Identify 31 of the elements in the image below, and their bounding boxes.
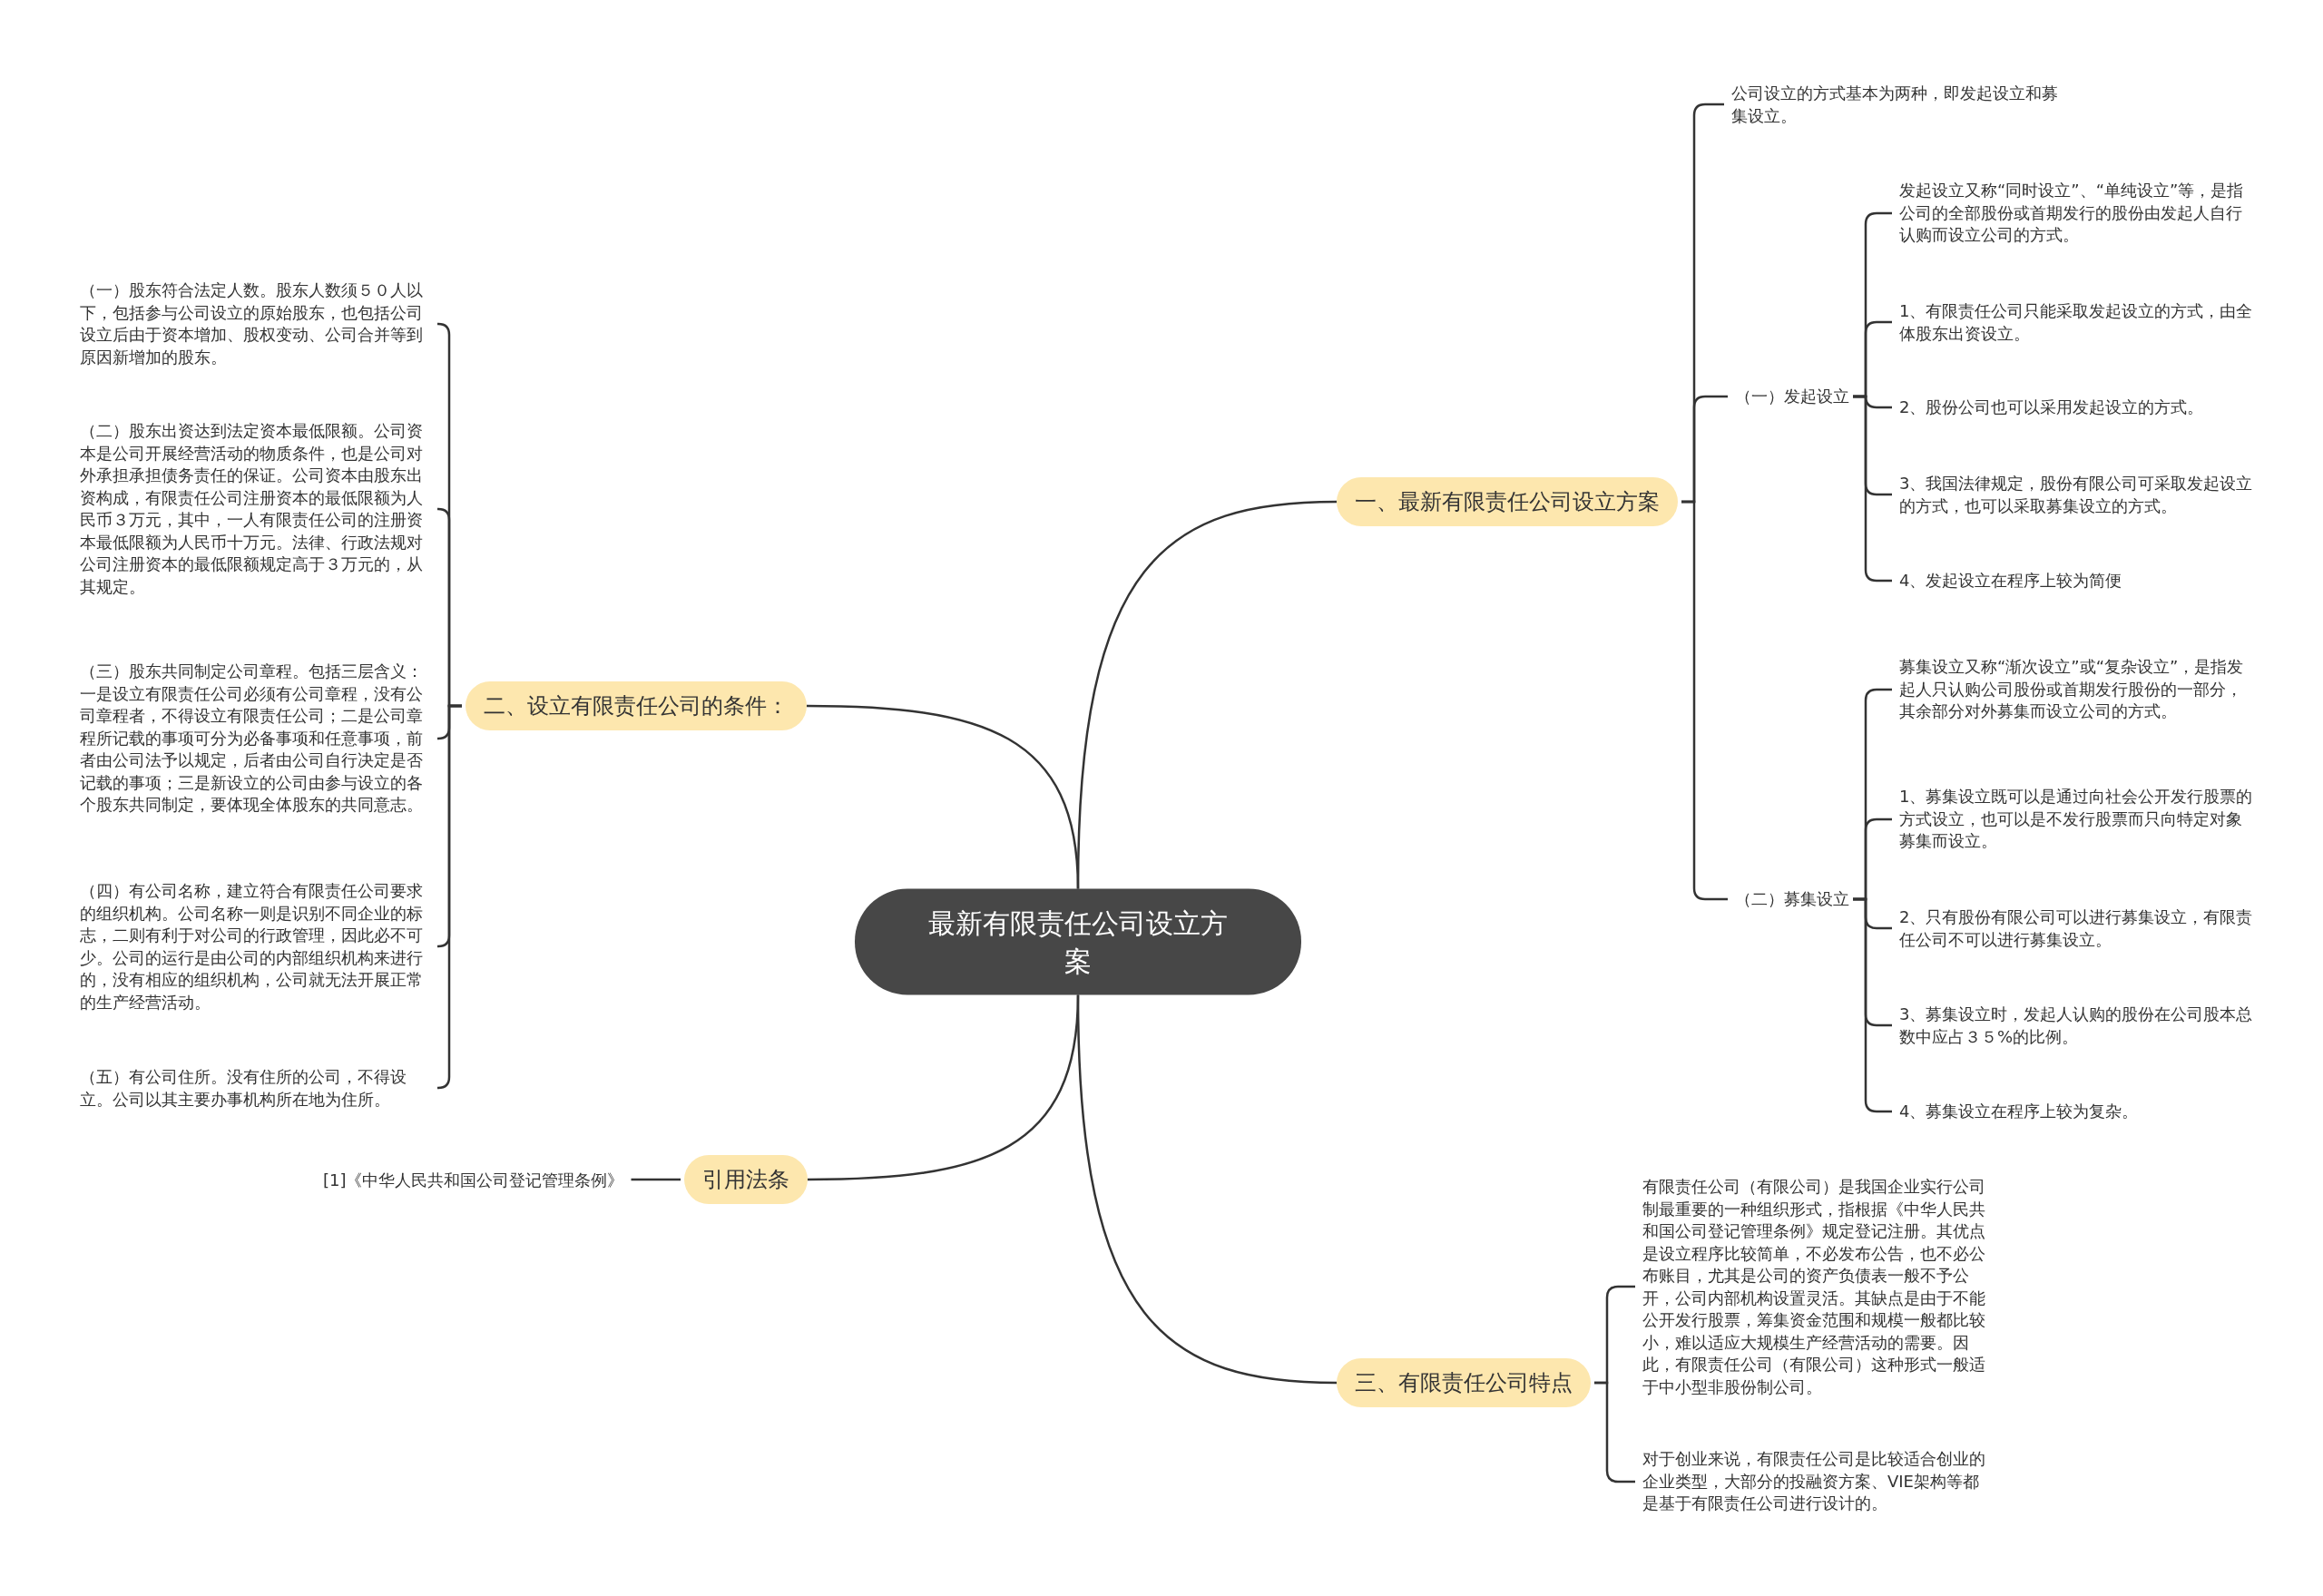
connector-line <box>1681 500 1728 901</box>
central-topic: 最新有限责任公司设立方案 <box>855 888 1301 995</box>
connector-line <box>631 1178 681 1181</box>
connector-line <box>807 704 1080 889</box>
main-topic: 二、设立有限责任公司的条件： <box>466 681 807 730</box>
topic-text: 4、募集设立在程序上较为复杂。 <box>1899 1100 2255 1123</box>
subtopic-label: （一）发起设立 <box>1735 386 1849 407</box>
topic-text: [1]《中华人民共和国公司登记管理条例》 <box>323 1169 624 1192</box>
topic-text: 4、发起设立在程序上较为简便 <box>1899 569 2255 592</box>
topic-text: 2、只有股份有限公司可以进行募集设立，有限责任公司不可以进行募集设立。 <box>1899 906 2255 951</box>
topic-text: （四）有公司名称，建立符合有限责任公司要求的组织机构。公司名称一则是识别不同企业的标志，二则有利于对公司的行政管理，因此必不可少。公司的运行是由公司的内部组织机构来进行的，没有相应的组织机构，公司就无法开展正常的生产经营活动。 <box>80 879 430 1013</box>
connector-line <box>1076 994 1338 1385</box>
main-topic: 引用法条 <box>684 1155 808 1204</box>
topic-text: 3、我国法律规定，股份有限公司可采取发起设立的方式，也可以采取募集设立的方式。 <box>1899 472 2255 517</box>
topic-text: 3、募集设立时，发起人认购的股份在公司股本总数中应占３５%的比例。 <box>1899 1003 2255 1048</box>
topic-text: （三）股东共同制定公司章程。包括三层含义：一是设立有限责任公司必须有公司章程，没有公司章程者，不得设立有限责任公司；二是公司章程所记载的事项可分为必备事项和任意事项，前者由公司法予以规定，后者由公司自行决定是否记载的事项；三是新设立的公司由参与设立的各个股东共同制定，要体现全体股东的共同意志。 <box>80 661 430 817</box>
main-topic: 三、有限责任公司特点 <box>1337 1358 1591 1407</box>
topic-text: 1、有限责任公司只能采取发起设立的方式，由全体股东出资设立。 <box>1899 299 2255 345</box>
connector-line <box>436 704 462 1090</box>
topic-text: （五）有公司住所。没有住所的公司，不得设立。公司以其主要办事机构所在地为住所。 <box>80 1065 430 1111</box>
topic-text: （二）股东出资达到法定资本最低限额。公司资本是公司开展经营活动的物质条件，也是公司对外承担承担债务责任的保证。公司资本由股东出资构成，有限责任公司注册资本的最低限额为人民币３万元，其中，一人有限责任公司的注册资本最低限额为人民币十万元。法律、行政法规对公司注册资本的最低限额规定高于３万元的，从其规定。 <box>80 420 430 598</box>
topic-text: 募集设立又称“渐次设立”或“复杂设立”，是指发起人只认购公司股份或首期发行股份的一部分，其余部分对外募集而设立公司的方式。 <box>1899 656 2255 723</box>
topic-text: 公司设立的方式基本为两种，即发起设立和募集设立。 <box>1731 82 2060 127</box>
topic-text: 有限责任公司（有限公司）是我国企业实行公司制最重要的一种组织形式，指根据《中华人民共和国公司登记管理条例》规定登记注册。其优点是设立程序比较简单，不必发布公告，也不必公布账目，尤其是公司的资产负债表一般不予公开，公司内部机构设置灵活。其缺点是由于不能公开发行股票，筹集资金范围和规模一般都比较小，难以适应大规模生产经营活动的需要。因此，有限责任公司（有限公司）这种形式一般适于中小型非股份制公司。 <box>1642 1175 1995 1398</box>
topic-text: 发起设立又称“同时设立”、“单纯设立”等，是指公司的全部股份或首期发行的股份由发起人自行认购而设立公司的方式。 <box>1899 180 2255 247</box>
topic-text: 2、股份公司也可以采用发起设立的方式。 <box>1899 396 2255 419</box>
main-topic: 一、最新有限责任公司设立方案 <box>1337 477 1678 526</box>
topic-text: 1、募集设立既可以是通过向社会公开发行股票的方式设立，也可以是不发行股票而只向特定对象募集而设立。 <box>1899 786 2255 853</box>
subtopic-label: （二）募集设立 <box>1735 888 1849 910</box>
topic-text: 对于创业来说，有限责任公司是比较适合创业的企业类型，大部分的投融资方案、VIE架构等都是基于有限责任公司进行设计的。 <box>1642 1448 1995 1515</box>
topic-text: （一）股东符合法定人数。股东人数须５０人以下，包括参与公司设立的原始股东，也包括公司设立后由于资本增加、股权变动、公司合并等到原因新增加的股东。 <box>80 279 430 368</box>
